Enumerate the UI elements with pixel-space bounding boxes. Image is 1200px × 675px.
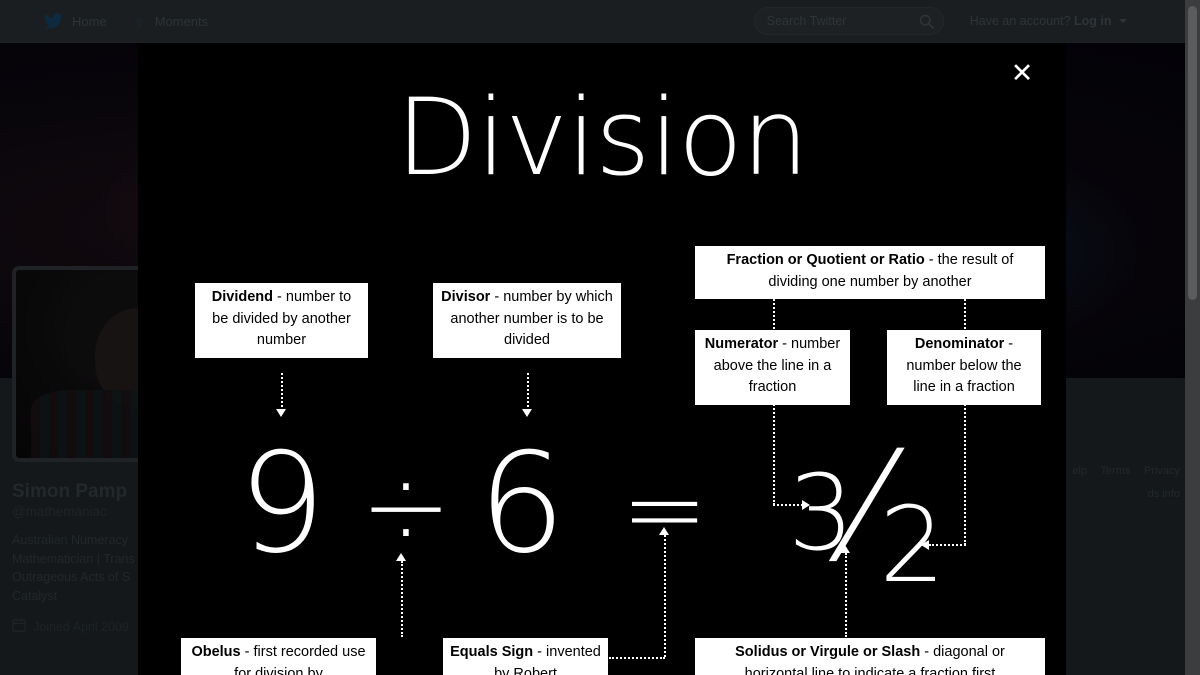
footer-link-help[interactable]: elp — [1072, 465, 1088, 477]
callout-obelus-separator: - — [240, 644, 254, 660]
nav-item-moments[interactable]: Moments — [133, 12, 209, 30]
callout-obelus: Obelus - first recorded use for division… — [180, 637, 377, 675]
photo-overlay-modal: ✕ Division Dividend - number to be divid… — [138, 43, 1066, 675]
nav-item-home-label: Home — [72, 13, 107, 29]
equation-solidus-symbol: ⁄ — [854, 421, 880, 595]
connector-fraction-to-numerator — [773, 291, 775, 329]
arrow-solidus — [840, 545, 850, 553]
top-navigation-bar: Home Moments — [0, 0, 1185, 43]
equation-dividend: 9 — [238, 423, 326, 584]
footer-link-terms[interactable]: Terms — [1100, 465, 1131, 477]
profile-bio-line-4: Catalyst — [12, 588, 58, 603]
callout-solidus-separator: - — [920, 644, 934, 660]
nav-left-group: Home Moments — [44, 12, 209, 30]
callout-numerator: Numerator - number above the line in a f… — [694, 329, 851, 406]
callout-fraction-term: Fraction or Quotient or Ratio — [726, 252, 925, 268]
close-icon[interactable]: ✕ — [1008, 59, 1036, 87]
equation-obelus-symbol: ÷ — [360, 442, 453, 570]
callout-dividend-term: Dividend — [211, 289, 274, 305]
callout-divisor-separator: - — [490, 289, 504, 305]
twitter-bird-icon — [44, 13, 63, 29]
callout-equals-sign-separator: - — [533, 644, 547, 660]
connector-obelus — [401, 561, 403, 637]
callout-dividend: Dividend - number to be divided by anoth… — [194, 282, 369, 359]
callout-equals-sign-definition: invented by Robert — [494, 644, 601, 675]
connector-equals-horizontal — [609, 657, 665, 659]
search-box[interactable] — [753, 7, 944, 35]
profile-handle[interactable]: @mathemaniac — [12, 504, 107, 519]
callout-equals-sign: Equals Sign - invented by Robert — [442, 637, 609, 675]
footer-links: elp Terms Privacy ds info — [1030, 461, 1180, 502]
callout-fraction: Fraction or Quotient or Ratio - the resu… — [694, 245, 1046, 300]
division-poster-image: Division Dividend - number to be divided… — [138, 43, 1066, 675]
arrow-equals — [659, 527, 669, 535]
callout-denominator-term: Denominator — [914, 336, 1005, 352]
nav-item-moments-label: Moments — [154, 13, 209, 29]
callout-equals-sign-term: Equals Sign — [450, 644, 534, 660]
callout-denominator-separator: - — [1004, 336, 1014, 352]
profile-display-name: Simon Pamp — [12, 481, 128, 502]
footer-links-row-2: ds info — [1030, 484, 1180, 502]
connector-solidus — [845, 553, 847, 637]
chevron-down-icon — [1119, 19, 1127, 23]
arrow-numerator — [802, 500, 810, 510]
footer-links-row-1: elp Terms Privacy — [1030, 461, 1180, 479]
callout-divisor-definition: number by which another number is to be … — [450, 289, 613, 348]
connector-dividend — [281, 373, 283, 411]
nav-right-group: Have an account? Log in — [753, 7, 1127, 35]
callout-divisor-term: Divisor — [441, 289, 491, 305]
arrow-divisor — [522, 409, 532, 417]
nav-item-home[interactable]: Home — [44, 13, 107, 29]
callout-fraction-definition: the result of dividing one number by ano… — [768, 252, 1014, 290]
callout-denominator-definition: number below the line in a fraction — [906, 357, 1022, 396]
connector-divisor — [527, 373, 529, 411]
callout-obelus-term: Obelus — [191, 644, 241, 660]
connector-equals-vertical — [664, 535, 666, 657]
connector-numerator-vertical — [773, 393, 775, 505]
callout-numerator-separator: - — [778, 336, 792, 352]
profile-bio-line-1: Australian Numeracy — [12, 533, 129, 547]
profile-bio-line-3: Outrageous Acts of S — [12, 570, 131, 584]
arrow-obelus — [396, 553, 406, 561]
callout-dividend-definition: number to be divided by another number — [212, 289, 352, 348]
equation-divisor: 6 — [478, 423, 566, 584]
arrow-dividend — [276, 409, 286, 417]
callout-solidus: Solidus or Virgule or Slash - diagonal o… — [694, 637, 1046, 675]
profile-joined-date: Joined April 2009 — [12, 618, 222, 635]
callout-obelus-definition: first recorded use for division by — [234, 644, 366, 675]
login-label[interactable]: Log in — [1074, 14, 1112, 28]
callout-denominator: Denominator - number below the line in a… — [886, 329, 1042, 406]
lightning-bolt-icon — [133, 12, 146, 30]
page-scrollbar[interactable] — [1185, 0, 1200, 675]
callout-fraction-separator: - — [924, 252, 938, 268]
callout-numerator-term: Numerator — [704, 336, 779, 352]
equation-equals-symbol: = — [621, 448, 709, 570]
footer-link-privacy[interactable]: Privacy — [1143, 465, 1180, 477]
connector-denominator-horizontal — [929, 544, 966, 546]
equation-numerator: 3 — [788, 452, 855, 574]
scrollbar-thumb[interactable] — [1188, 6, 1197, 300]
arrow-denominator — [921, 540, 929, 550]
search-input[interactable] — [754, 8, 943, 34]
account-prompt-label: Have an account? — [969, 14, 1071, 28]
callout-dividend-separator: - — [273, 289, 286, 305]
profile-bio-line-2: Mathematician | Trans — [12, 551, 135, 566]
login-menu[interactable]: Have an account? Log in — [970, 14, 1127, 28]
connector-denominator-vertical — [964, 393, 966, 545]
connector-numerator-horizontal — [773, 504, 803, 506]
profile-joined-label: Joined April 2009 — [33, 619, 129, 634]
poster-title: Division — [396, 76, 809, 199]
connector-fraction-to-denominator — [964, 291, 966, 329]
callout-numerator-definition: number above the line in a fraction — [713, 336, 841, 395]
search-icon[interactable] — [919, 14, 934, 29]
equation-denominator: 2 — [879, 484, 946, 606]
callout-solidus-definition: diagonal or horizontal line to indicate … — [744, 644, 1005, 675]
footer-link-ads-info[interactable]: ds info — [1147, 488, 1180, 500]
callout-solidus-term: Solidus or Virgule or Slash — [735, 644, 921, 660]
equation-fraction: 3⁄2 — [788, 433, 945, 597]
calendar-icon — [12, 618, 26, 635]
profile-bio: Australian Numeracy Mathematician | Tran… — [12, 531, 222, 605]
callout-divisor: Divisor - number by which another number… — [432, 282, 622, 359]
